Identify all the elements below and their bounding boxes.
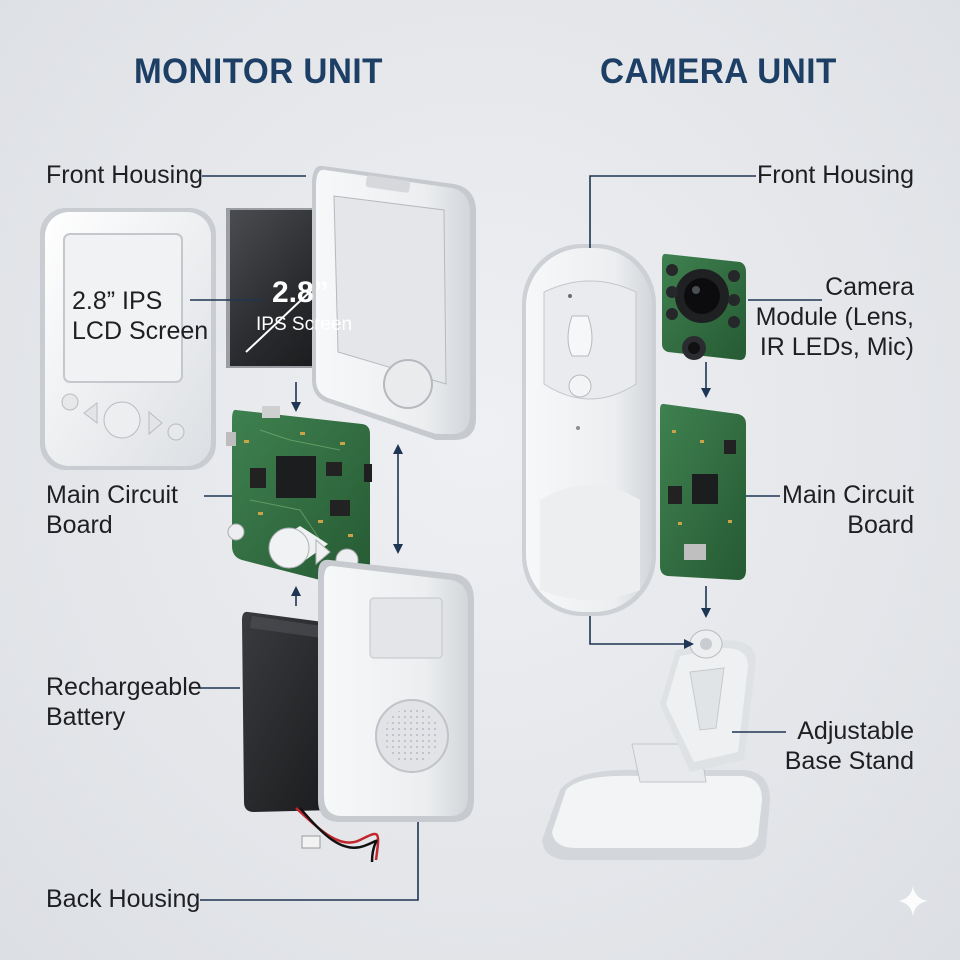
leader-lines [190,175,822,901]
label-battery-line-2: Battery [46,703,126,731]
screen-size-text: 2.8” [272,276,329,309]
label-camera-module-line-2: Module (Lens, [755,303,914,331]
label-camera-module-line-1: Camera [825,273,914,301]
label-monitor-front-housing: Front Housing [46,161,204,189]
label-camera-main-circuit-board: Main Circuit Board [782,480,914,540]
monitor-back-housing [318,559,474,822]
label-monitor-board-line-2: Board [46,511,113,539]
label-rechargeable-battery: Rechargeable Battery [46,672,202,732]
monitor-front-face [40,208,216,470]
label-camera-module: Camera Module (Lens, IR LEDs, Mic) [756,272,914,362]
monitor-front-housing [312,165,476,440]
label-back-housing: Back Housing [46,885,201,913]
label-monitor-main-circuit-board: Main Circuit Board [46,480,178,540]
monitor-unit-title: MONITOR UNIT [134,52,383,91]
screen-type-text: IPS Screen [256,314,353,335]
label-adjustable-base-stand: Adjustable Base Stand [785,716,914,776]
label-camera-board-line-1: Main Circuit [782,481,914,509]
label-lcd-screen: 2.8” IPS LCD Screen [72,286,208,346]
label-lcd-screen-line-2: LCD Screen [72,317,209,345]
label-battery-line-1: Rechargeable [46,673,202,701]
label-camera-front-housing: Front Housing [756,161,914,189]
camera-main-circuit-board [660,403,746,580]
label-stand-line-1: Adjustable [797,717,914,745]
camera-unit-title: CAMERA UNIT [600,52,837,91]
label-stand-line-2: Base Stand [784,747,914,775]
label-lcd-screen-line-1: 2.8” IPS [72,287,163,315]
label-monitor-board-line-1: Main Circuit [46,481,178,509]
camera-module [662,253,746,360]
label-camera-board-line-2: Board [847,511,914,539]
camera-front-housing [522,244,656,616]
label-camera-module-line-3: IR LEDs, Mic) [759,333,914,361]
arrow-heads [291,388,711,649]
camera-adjustable-base-stand [542,629,770,860]
sparkle-icon [898,886,928,916]
monitor-main-circuit-board [226,406,372,584]
